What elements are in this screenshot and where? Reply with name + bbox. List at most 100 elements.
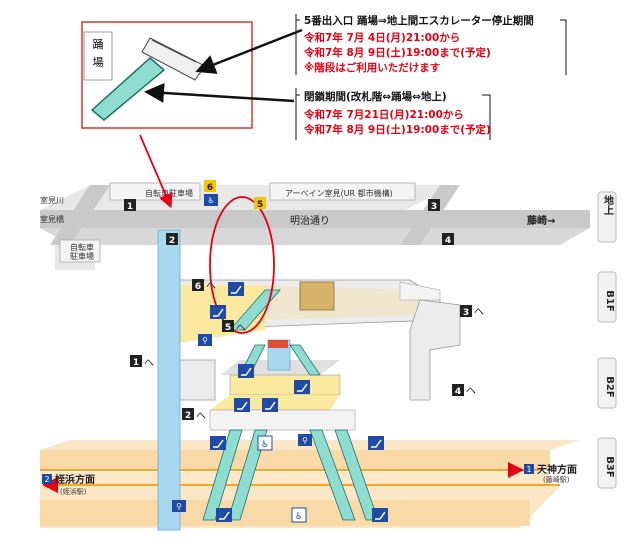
facility-icons: ♿ ⚲ xyxy=(172,194,388,523)
svg-text:♿: ♿ xyxy=(207,196,214,205)
notice-escalator-stop: 5番出入口 踊場⇒地上間エスカレーター停止期間 令和7年 7月 4日(月)21:… xyxy=(295,14,567,75)
restroom-icon: ♿ xyxy=(204,194,218,206)
exit-6-b1[interactable]: 6 xyxy=(192,279,204,292)
floor-tab-b1[interactable]: B1F xyxy=(597,271,617,323)
exit-4-b1[interactable]: 4 xyxy=(452,384,464,397)
floor-tab-b3[interactable]: B3F xyxy=(597,437,617,489)
escalator-icon xyxy=(372,508,388,522)
suffix-exit-4: へ xyxy=(466,386,476,397)
exit-3-top[interactable]: 3 xyxy=(428,199,440,212)
svg-text:5: 5 xyxy=(225,323,231,333)
exit-labels: 1 2 3 4 5 6 6 5 xyxy=(124,180,472,421)
notice-escalator-line2: 令和7年 8月 9日(土)19:00まで(予定) xyxy=(303,46,491,59)
exit5-highlight xyxy=(209,196,275,334)
escalator-b1-exit5 xyxy=(229,289,281,331)
label-apartment: アーベイン室見(UR 都市機構) xyxy=(285,188,393,198)
exit-2-top[interactable]: 2 xyxy=(166,233,178,246)
elevator-shaft-left xyxy=(157,229,181,531)
escalator-icon xyxy=(210,436,226,450)
escalator-b1-b2-right xyxy=(289,344,321,376)
wheelchair-icon: ♿ xyxy=(257,435,273,451)
notice-closure: 閉鎖期間(改札階⇔踊場⇔地上) 令和7年 7月21日(月)21:00から 令和7… xyxy=(295,88,491,140)
exit-2-b1[interactable]: 2 xyxy=(182,408,194,421)
escalator-icon xyxy=(368,436,384,450)
exit-4-top[interactable]: 4 xyxy=(442,233,454,246)
exit-1-top[interactable]: 1 xyxy=(124,199,136,212)
floor-tabs: 地上 B1F B2F B3F xyxy=(597,191,617,489)
central-kiosk xyxy=(299,281,335,311)
svg-text:B2F: B2F xyxy=(604,376,615,397)
svg-text:B3F: B3F xyxy=(604,456,615,477)
stairs-shape xyxy=(141,37,206,81)
svg-text:6: 6 xyxy=(195,282,201,292)
suffix-exit-2: へ xyxy=(196,411,206,422)
escalator-b2-b3-b xyxy=(227,429,268,521)
escalator-icon xyxy=(210,305,226,319)
exit-1-b1[interactable]: 1 xyxy=(130,355,142,368)
svg-text:♿: ♿ xyxy=(295,512,303,522)
label-muromibashi: 室見橋 xyxy=(40,214,64,224)
arrow-to-stairs xyxy=(195,28,303,74)
svg-text:⚲: ⚲ xyxy=(202,336,208,345)
direction-tenjin: 1 天神方面 (藤崎駅) xyxy=(440,462,577,484)
svg-text:3: 3 xyxy=(431,202,437,212)
notice-closure-line1: 令和7年 7月21日(月)21:00から xyxy=(303,108,464,121)
restroom-icon: ⚲ xyxy=(298,434,312,446)
svg-text:1: 1 xyxy=(133,358,139,368)
elevator-shafts xyxy=(157,229,291,531)
svg-text:⚲: ⚲ xyxy=(302,436,308,445)
notice-escalator-line3: ※階段はご利用いただけます xyxy=(304,61,440,74)
label-meinohama-sub: (姪浜駅) xyxy=(60,487,87,496)
escalator-icon xyxy=(294,380,310,394)
suffix-exit-5: へ xyxy=(236,323,246,334)
elevator-top-marker xyxy=(268,340,288,348)
arrow-to-inset xyxy=(139,134,173,209)
restroom-icon: ⚲ xyxy=(172,500,186,512)
label-muromigawa: 室見川 xyxy=(40,195,64,205)
exit-3-b1[interactable]: 3 xyxy=(460,305,472,318)
exit-direction-suffixes: へ へ へ へ へ へ xyxy=(144,281,484,422)
suffix-exit-3: へ xyxy=(474,307,484,318)
svg-text:4: 4 xyxy=(455,387,461,397)
wheelchair-icon: ♿ xyxy=(291,507,307,523)
arrow-to-escalator xyxy=(144,82,295,103)
escalator-b2-b3-c xyxy=(309,429,356,521)
svg-text:B1F: B1F xyxy=(604,290,615,311)
svg-text:6: 6 xyxy=(207,183,213,193)
svg-text:2: 2 xyxy=(185,411,191,421)
notice-escalator-title: 5番出入口 踊場⇒地上間エスカレーター停止期間 xyxy=(304,14,534,27)
label-tenjin: 天神方面 xyxy=(537,463,577,476)
exit-6-top[interactable]: 6 xyxy=(204,180,216,193)
escalator-icon xyxy=(234,398,250,412)
notice-closure-line2: 令和7年 8月 9日(土)19:00まで(予定) xyxy=(303,123,491,136)
ground-level: 室見川 室見橋 自転車駐車場 アーベイン室見(UR 都市機構) 明治通り 藤崎→… xyxy=(40,182,590,270)
svg-text:1: 1 xyxy=(526,465,531,474)
svg-text:3: 3 xyxy=(463,308,469,318)
floor-tab-b2[interactable]: B2F xyxy=(597,357,617,409)
inset-kanji-bottom: 場 xyxy=(93,56,104,69)
label-meinohama: 姪浜方面 xyxy=(55,473,95,486)
svg-text:2: 2 xyxy=(169,236,175,246)
restroom-icon: ⚲ xyxy=(198,334,212,346)
label-bicycle-parking-top: 自転車駐車場 xyxy=(145,188,193,198)
exit-5-top[interactable]: 5 xyxy=(254,197,266,210)
escalator-icon xyxy=(216,508,232,522)
label-bicycle-parking-1: 自転車 xyxy=(70,242,94,252)
exit-5-b1[interactable]: 5 xyxy=(222,320,234,333)
escalator-icon xyxy=(238,364,254,378)
suffix-exit-6: へ xyxy=(206,281,216,292)
escalator-inset: 踊 場 xyxy=(81,21,303,129)
svg-text:地上: 地上 xyxy=(602,194,614,215)
label-bicycle-parking-2: 駐車場 xyxy=(70,251,94,261)
svg-text:5: 5 xyxy=(257,200,263,210)
escalator-icon xyxy=(262,398,278,412)
label-fujisaki: 藤崎→ xyxy=(527,214,555,227)
suffix-exit-1: へ xyxy=(144,358,154,369)
floor-tab-ground[interactable]: 地上 xyxy=(597,191,617,243)
inset-kanji-top: 踊 xyxy=(93,38,104,51)
escalator-b2-b3-a xyxy=(202,429,243,521)
escalator-shape xyxy=(90,57,166,121)
label-tenjin-sub: (藤崎駅) xyxy=(543,475,570,484)
notice-escalator-line1: 令和7年 7月 4日(月)21:00から xyxy=(303,31,460,44)
